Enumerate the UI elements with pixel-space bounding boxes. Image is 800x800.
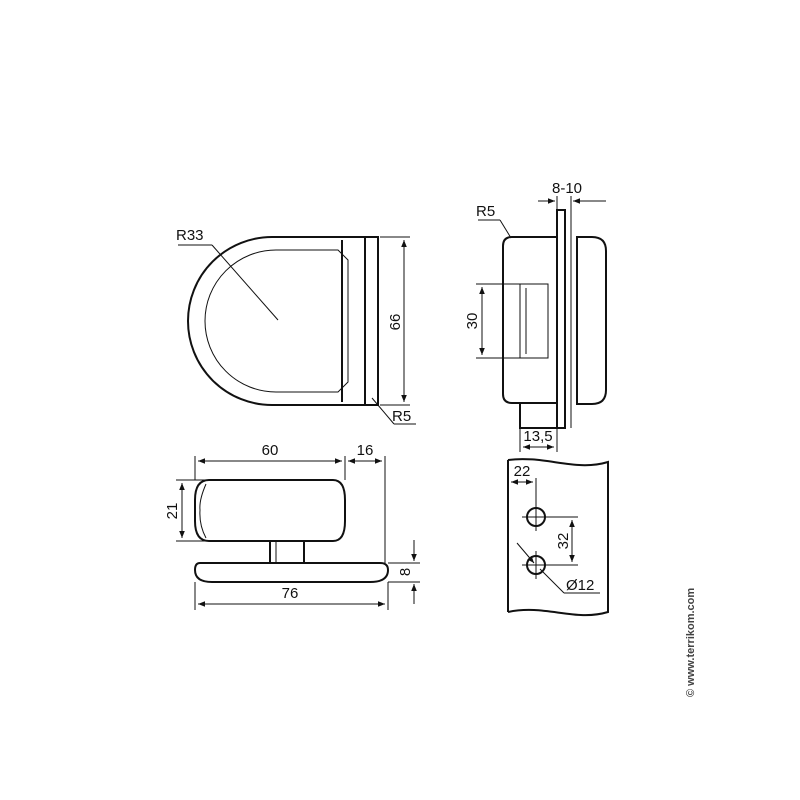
top-stem bbox=[269, 540, 305, 564]
side-cutout bbox=[520, 283, 549, 359]
hole-detail-view: 22 32 Ø12 bbox=[507, 458, 609, 617]
r5-side-leader bbox=[499, 219, 512, 239]
dim22-label: 22 bbox=[514, 463, 531, 480]
front-outer-outline bbox=[187, 236, 379, 406]
side-body bbox=[502, 236, 558, 404]
watermark: © www.terrikom.com bbox=[685, 588, 697, 697]
dim30-label: 30 bbox=[464, 313, 481, 330]
glass-panel bbox=[556, 209, 566, 429]
r5-side-label: R5 bbox=[476, 203, 495, 220]
dia12-label: Ø12 bbox=[566, 577, 594, 594]
side-base bbox=[519, 402, 558, 429]
top-body-shading bbox=[199, 483, 207, 539]
dim810-label: 8-10 bbox=[552, 180, 582, 197]
side-view: R5 8-10 30 13,5 bbox=[464, 180, 607, 452]
dim8-label: 8 bbox=[397, 568, 414, 576]
glass-sheet-outline bbox=[507, 458, 609, 617]
r5-front-label: R5 bbox=[392, 408, 411, 425]
dim32-label: 32 bbox=[555, 533, 572, 550]
r5-front-leader bbox=[371, 397, 395, 425]
dim135-label: 13,5 bbox=[523, 428, 552, 445]
dim66-label: 66 bbox=[387, 314, 404, 331]
dim60-label: 60 bbox=[262, 442, 279, 459]
front-view: R33 66 R5 bbox=[176, 227, 416, 425]
dim21-label: 21 bbox=[164, 503, 181, 520]
top-body bbox=[194, 479, 346, 542]
dim16-label: 16 bbox=[357, 442, 374, 459]
dia12-arrow-in bbox=[516, 542, 535, 564]
dia12-leader bbox=[539, 568, 565, 594]
dim76-label: 76 bbox=[282, 585, 299, 602]
side-cap bbox=[576, 236, 607, 405]
front-inner-outline bbox=[204, 249, 349, 393]
top-base bbox=[193, 562, 390, 583]
top-view: 60 16 21 76 8 bbox=[164, 442, 420, 610]
r33-label: R33 bbox=[176, 227, 204, 244]
r33-leader bbox=[211, 244, 279, 321]
